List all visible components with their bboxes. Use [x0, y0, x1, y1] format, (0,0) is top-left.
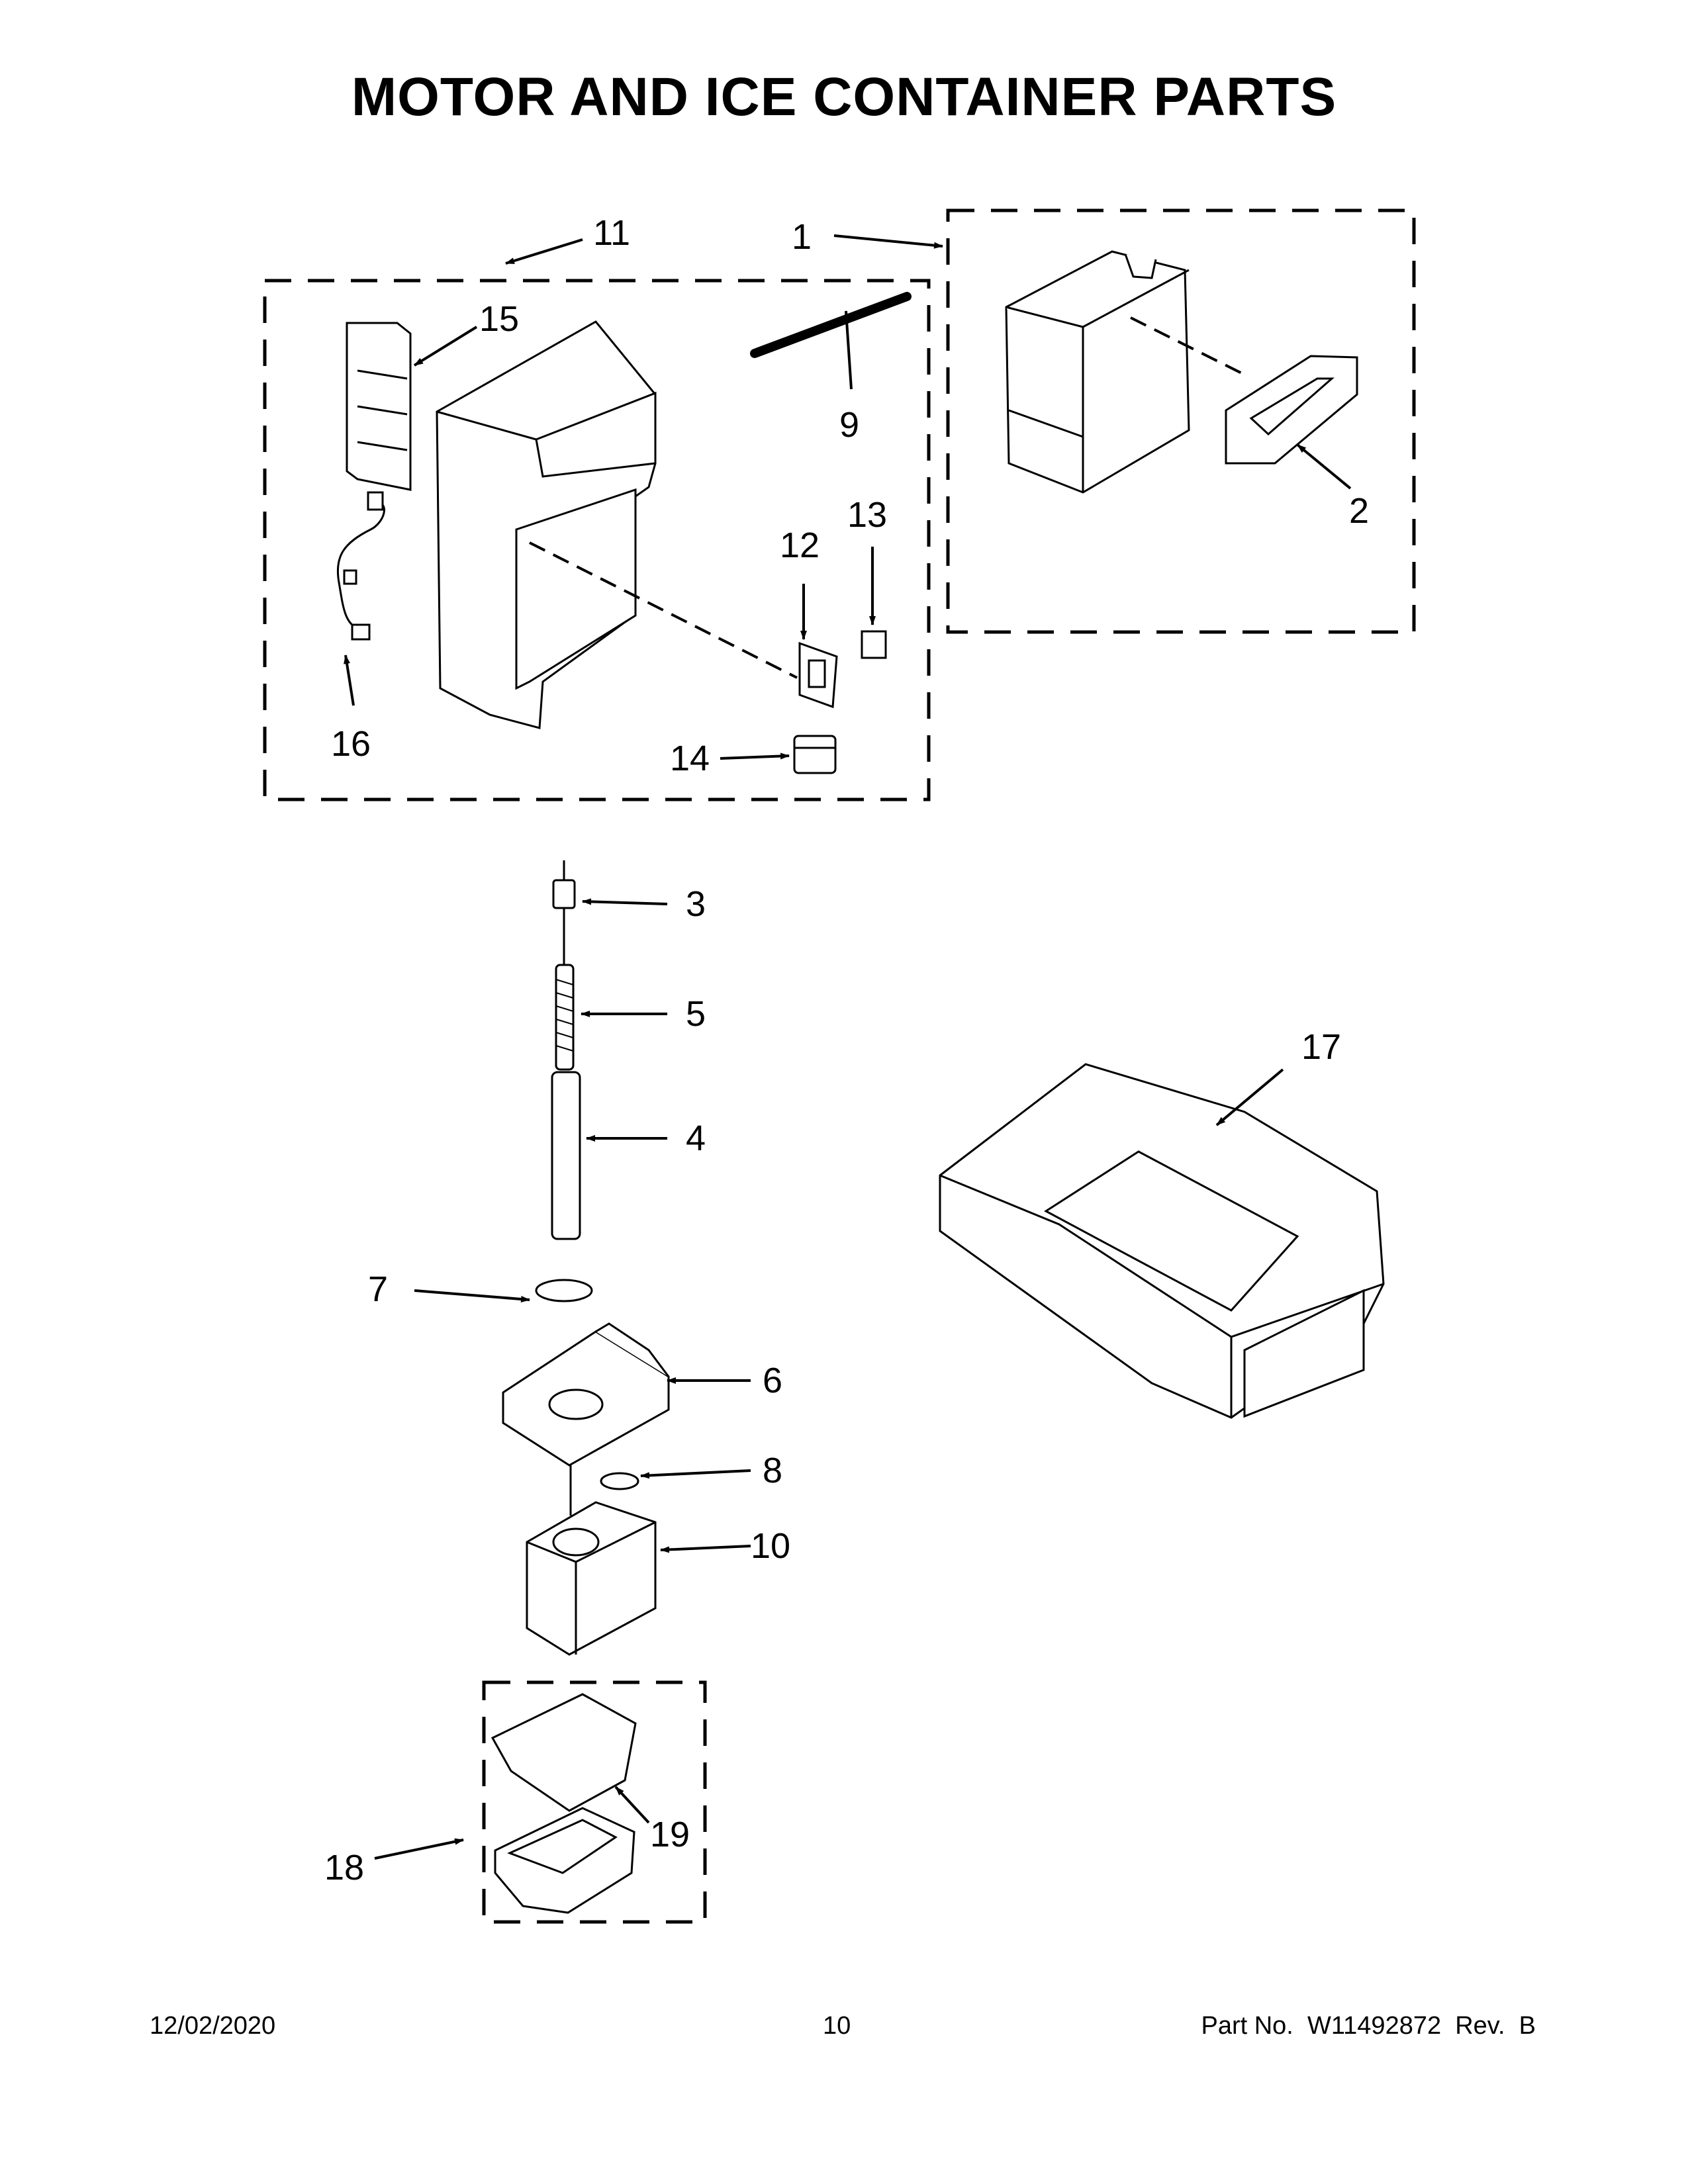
- footer-part-number: Part No. W11492872 Rev. B: [1201, 2012, 1536, 2040]
- callout-1: 1: [792, 217, 812, 257]
- leader-1: [833, 234, 943, 249]
- callout-14: 14: [670, 739, 710, 778]
- callout-16: 16: [331, 724, 371, 764]
- callout-5: 5: [686, 994, 706, 1034]
- part-13-switch: [861, 630, 887, 659]
- callout-17: 17: [1301, 1027, 1341, 1067]
- leader-housing-to-bracket: [529, 541, 798, 679]
- part-4-shaft: [551, 1071, 581, 1240]
- callout-4: 4: [686, 1118, 706, 1158]
- part-14-solenoid: [793, 735, 837, 774]
- leader-7: [414, 1289, 530, 1302]
- part-15-divider: [346, 322, 412, 491]
- group-box-1: [946, 208, 1416, 634]
- callout-10: 10: [751, 1526, 790, 1566]
- leader-14: [720, 752, 790, 760]
- part-8-bushing: [600, 1472, 639, 1490]
- callout-11: 11: [593, 213, 630, 253]
- group-box-18: [482, 1680, 707, 1924]
- callout-13: 13: [847, 495, 887, 535]
- leader-18: [374, 1838, 464, 1860]
- part-17-ice-maker: [939, 1063, 1385, 1419]
- callout-7: 7: [368, 1269, 388, 1309]
- part-9-seal: [750, 292, 912, 358]
- part-1-ice-bucket: [1005, 250, 1190, 494]
- callout-15: 15: [479, 299, 519, 339]
- leader-8: [640, 1469, 751, 1479]
- leader-2: [1296, 443, 1352, 490]
- part-19-gasket: [491, 1693, 637, 1812]
- footer-date: 12/02/2020: [150, 2012, 276, 2040]
- auger-stack: [551, 860, 581, 1240]
- part-11-housing: [436, 320, 657, 729]
- leader-16: [344, 655, 355, 706]
- leader-17: [1215, 1068, 1284, 1126]
- part-6-plate: [502, 1322, 670, 1467]
- callout-18: 18: [324, 1848, 364, 1888]
- callout-8: 8: [763, 1451, 782, 1490]
- part-7-washer: [535, 1279, 593, 1302]
- leader-15: [413, 326, 478, 367]
- part-10-motor: [526, 1465, 657, 1656]
- leader-10: [660, 1545, 751, 1553]
- page-title: MOTOR AND ICE CONTAINER PARTS: [351, 67, 1337, 127]
- callout-6: 6: [763, 1361, 782, 1400]
- callout-2: 2: [1349, 491, 1369, 531]
- group-box-11: [263, 279, 931, 801]
- part-18-base: [494, 1807, 635, 1914]
- callout-9: 9: [839, 405, 859, 445]
- part-2-front-cover: [1225, 355, 1358, 465]
- leader-bucket-to-front: [1130, 316, 1245, 376]
- part-16-wire-harness: [336, 491, 385, 641]
- leader-19: [614, 1786, 650, 1824]
- leader-9: [843, 310, 853, 390]
- leader-11: [505, 238, 583, 265]
- leader-3: [582, 898, 668, 905]
- part-12-bracket: [798, 641, 838, 709]
- callout-19: 19: [650, 1815, 690, 1854]
- callout-12: 12: [780, 525, 820, 565]
- part-5-spring: [555, 964, 575, 1071]
- callout-3: 3: [686, 884, 706, 924]
- footer-page-number: 10: [823, 2012, 851, 2040]
- part-3-nut: [552, 879, 576, 909]
